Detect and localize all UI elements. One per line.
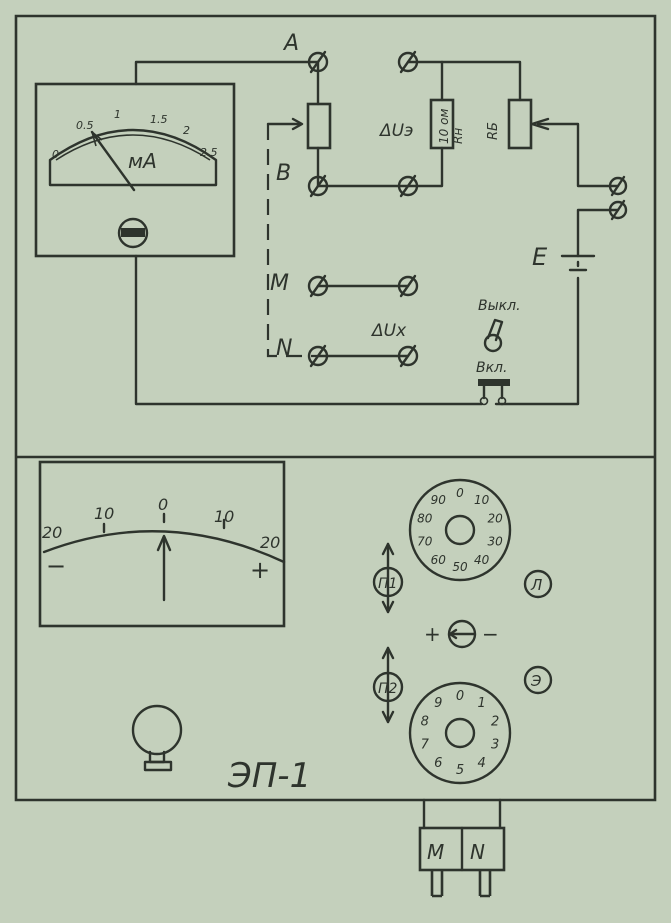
dial-lower-label-8: 8 bbox=[421, 715, 429, 730]
galvanometer-scale-label-0: 20 bbox=[42, 523, 62, 542]
delta-u-e-label: ΔUэ bbox=[378, 121, 413, 141]
potentiometer bbox=[306, 102, 332, 150]
terminal-m bbox=[307, 274, 329, 298]
ammeter-unit-label: мA bbox=[128, 149, 157, 173]
switch-p2[interactable]: П2 bbox=[372, 646, 404, 724]
galvanometer-minus-sign: − bbox=[46, 552, 66, 580]
dial-lower-label-1: 1 bbox=[478, 696, 486, 711]
plug-m-label: M bbox=[427, 840, 444, 864]
polarity-minus-label: − bbox=[482, 622, 499, 646]
switch-contact-block bbox=[478, 379, 510, 386]
ammeter-needle bbox=[90, 130, 136, 192]
device-name-label: ЭП-1 bbox=[227, 756, 311, 796]
dial-lower-label-5: 5 bbox=[456, 763, 464, 778]
terminal-m-label: M bbox=[270, 271, 289, 296]
dial-upper-label-9: 90 bbox=[431, 493, 447, 507]
resistor-rb-label: RБ bbox=[486, 122, 501, 140]
ammeter-scale-label-4: 2 bbox=[183, 124, 190, 137]
battery-e bbox=[560, 254, 596, 272]
dial-upper-label-6: 60 bbox=[431, 553, 447, 567]
dial-lower-label-9: 9 bbox=[434, 696, 442, 711]
dial-lower-label-6: 6 bbox=[434, 756, 442, 771]
ammeter: 0 0.5 1 1.5 2 2.5 мA bbox=[34, 82, 236, 258]
knob-l[interactable]: Л bbox=[523, 569, 553, 599]
terminal-b-out bbox=[397, 174, 419, 198]
ammeter-scale-label-2: 1 bbox=[114, 108, 121, 121]
dial-lower-label-7: 7 bbox=[421, 737, 430, 752]
zero-adjust-screw bbox=[117, 217, 149, 249]
terminal-b bbox=[307, 174, 329, 198]
plug: M N bbox=[418, 798, 506, 898]
plug-n-label: N bbox=[470, 840, 485, 864]
terminal-n-out bbox=[397, 344, 419, 368]
terminal-m-out bbox=[397, 274, 419, 298]
terminal-a-out bbox=[397, 50, 419, 74]
switch-on-label: Вкл. bbox=[476, 360, 507, 376]
polarity-plus-label: + bbox=[424, 622, 441, 646]
terminal-rb-1 bbox=[608, 175, 628, 197]
knob-e-label: Э bbox=[530, 672, 542, 690]
galvanometer-scale-label-3: 10 bbox=[214, 507, 234, 526]
resistor-rn-label: 10 омRн bbox=[437, 109, 465, 144]
ammeter-scale-label-0: 0 bbox=[52, 148, 59, 161]
switch-p1-label: П1 bbox=[378, 576, 397, 592]
dial-upper-label-0: 0 bbox=[456, 486, 464, 500]
galvanometer-scale-label-1: 10 bbox=[94, 504, 114, 523]
ammeter-scale-label-1: 0.5 bbox=[76, 119, 94, 132]
dial-lower-label-3: 3 bbox=[491, 737, 499, 752]
switch-p1[interactable]: П1 bbox=[372, 542, 404, 614]
terminal-rb-2 bbox=[608, 199, 628, 221]
dial-lower-label-0: 0 bbox=[456, 689, 464, 704]
power-toggle-switch[interactable] bbox=[483, 318, 504, 353]
switch-off-label: Выкл. bbox=[478, 298, 521, 314]
terminals bbox=[307, 50, 628, 368]
galvanometer-scale-label-4: 20 bbox=[260, 533, 280, 552]
switch-p2-label: П2 bbox=[378, 681, 398, 697]
dial-upper-label-7: 70 bbox=[417, 534, 433, 548]
terminal-b-label: B bbox=[276, 161, 291, 186]
polarity-selector[interactable] bbox=[447, 619, 477, 649]
knob-e[interactable]: Э bbox=[523, 665, 553, 695]
dial-upper-label-5: 50 bbox=[452, 560, 468, 574]
delta-u-x-label: ΔUx bbox=[370, 321, 407, 341]
knob-l-label: Л bbox=[530, 576, 542, 594]
terminal-n-label: N bbox=[276, 336, 292, 361]
housing-outline bbox=[14, 14, 657, 802]
terminal-a bbox=[307, 50, 329, 74]
dial-upper-label-3: 30 bbox=[488, 534, 504, 548]
galvanometer-scale-arc bbox=[42, 530, 286, 564]
dial-upper-label-8: 80 bbox=[417, 512, 433, 526]
ammeter-scale-label-3: 1.5 bbox=[150, 113, 168, 126]
resistor-rb bbox=[507, 98, 533, 150]
galvanometer: 20 10 0 10 20 − + bbox=[38, 460, 286, 628]
key-button[interactable] bbox=[131, 704, 183, 772]
galvanometer-plus-sign: + bbox=[250, 556, 270, 584]
dial-upper-label-2: 20 bbox=[488, 512, 504, 526]
galvanometer-scale-label-2: 0 bbox=[158, 495, 168, 514]
terminal-n bbox=[307, 344, 329, 368]
ammeter-scale-label-5: 2.5 bbox=[200, 146, 218, 159]
terminal-a-label: A bbox=[282, 31, 299, 56]
dial-lower-label-2: 2 bbox=[491, 715, 499, 730]
resistor-rn bbox=[429, 98, 455, 150]
dial-lower-label-4: 4 bbox=[478, 756, 486, 771]
dial-upper-label-4: 40 bbox=[474, 553, 490, 567]
dial-upper[interactable]: 0 10 20 30 40 50 60 70 80 90 bbox=[408, 478, 512, 582]
battery-label: E bbox=[532, 243, 548, 271]
ammeter-scale-arc bbox=[55, 134, 211, 161]
circuit-wires bbox=[134, 60, 620, 406]
dial-upper-label-1: 10 bbox=[474, 493, 490, 507]
